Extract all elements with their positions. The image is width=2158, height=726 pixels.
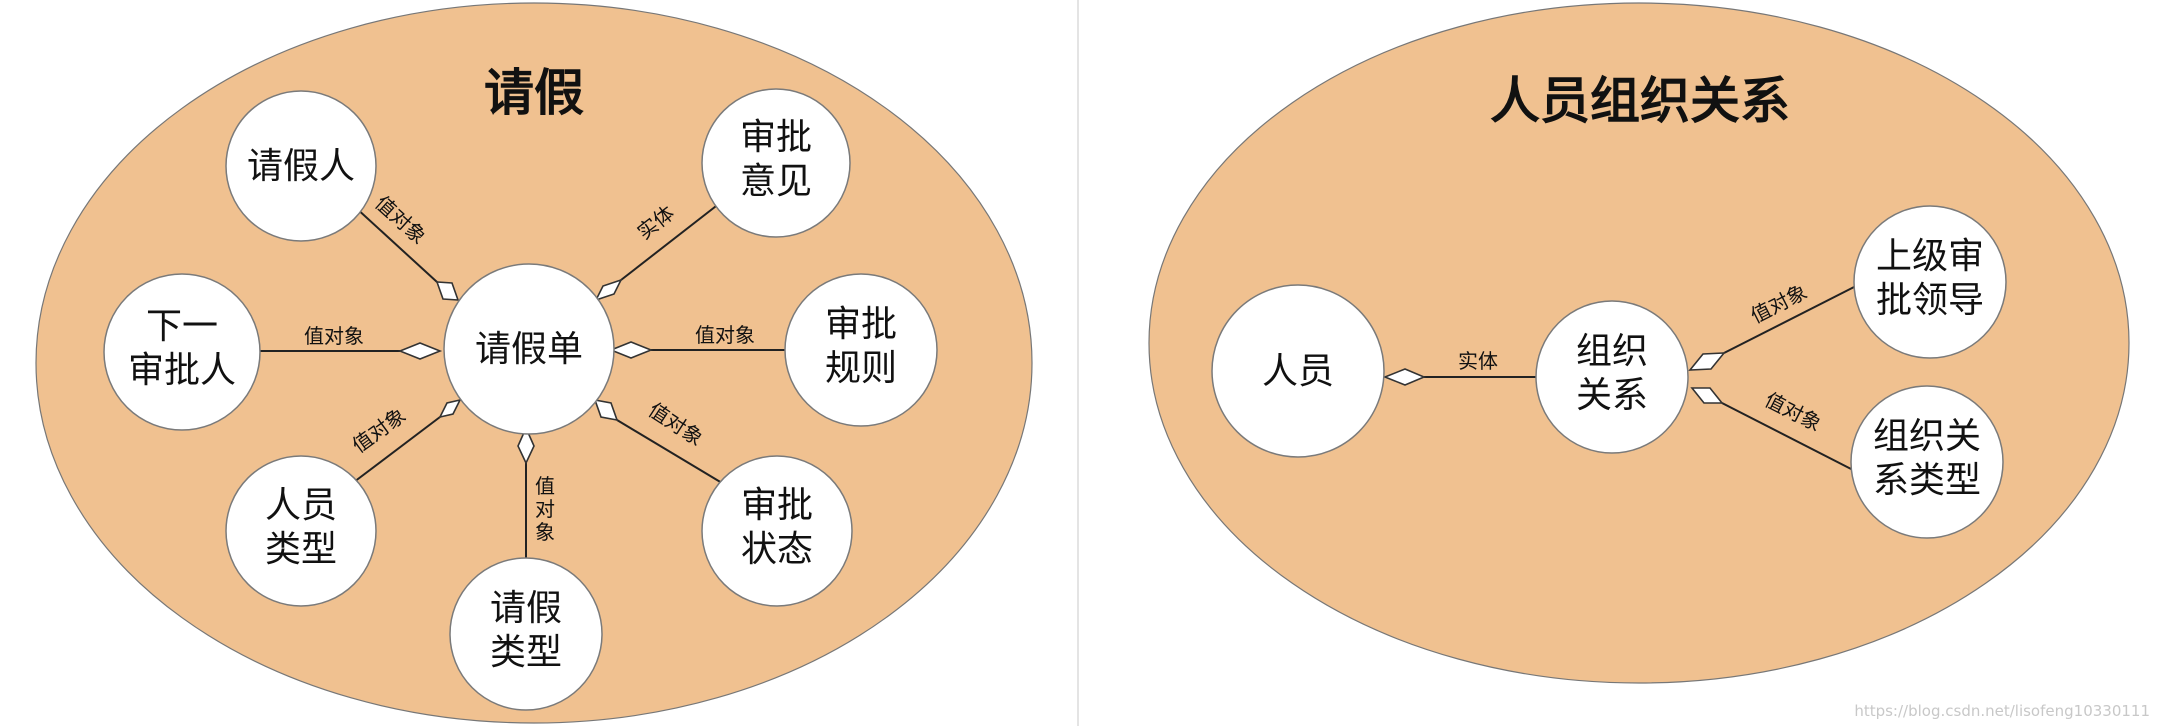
watermark-text: https://blog.csdn.net/lisofeng10330111 (1854, 702, 2150, 720)
node-circle (449, 557, 603, 711)
node-label: 请假人 (247, 146, 355, 187)
edge-label-char: 对 (535, 497, 555, 521)
node-label: 审批人 (128, 350, 236, 391)
node-approval-rule: 审批 规则 (784, 273, 938, 427)
edge-line (620, 202, 721, 281)
edge-approval-rule: 值对象 (608, 323, 785, 359)
aggregation-diamond (517, 426, 535, 465)
node-circle (1853, 205, 2007, 359)
node-circle (701, 88, 851, 238)
edge-label: 值对象 (695, 323, 755, 347)
node-circle (103, 273, 261, 431)
node-label: 下一 (146, 306, 218, 347)
aggregation-diamond (435, 281, 460, 301)
node-label: 意见 (740, 161, 812, 202)
node-circle (1850, 385, 2004, 539)
panel-title: 人员组织关系 (1490, 72, 1790, 130)
edge-next-approver: 值对象 (260, 324, 443, 360)
node-circle (701, 455, 853, 607)
panel-leave: 请假 值对象 实体 值对象 值对象 值对象 (35, 2, 1033, 724)
node-label: 组织关 (1873, 416, 1981, 457)
node-label: 系类型 (1873, 460, 1981, 501)
node-label: 人员 (265, 485, 337, 526)
node-leave-form: 请假单 (443, 263, 615, 435)
aggregation-diamond (1382, 368, 1427, 386)
edge-leave-type: 值 对 象 (517, 426, 555, 560)
node-label: 请假 (490, 588, 562, 629)
aggregation-diamond (1690, 387, 1724, 404)
node-label: 审批 (741, 485, 813, 526)
node-label: 人员 (1262, 351, 1334, 392)
node-org-relation: 组织 关系 (1535, 300, 1689, 454)
aggregation-diamond (1688, 352, 1726, 371)
node-label: 审批 (740, 117, 812, 158)
node-superior: 上级审 批领导 (1853, 205, 2007, 359)
node-org-relation-type: 组织关 系类型 (1850, 385, 2004, 539)
edge-org-relation: 实体 (1382, 349, 1536, 386)
edge-label: 实体 (1458, 349, 1498, 373)
aggregation-diamond (397, 342, 443, 360)
node-label: 请假单 (475, 329, 583, 370)
edge-label-char: 象 (535, 520, 555, 544)
node-circle (1535, 300, 1689, 454)
node-label: 审批 (825, 304, 897, 345)
node-label: 批领导 (1876, 280, 1984, 321)
aggregation-diamond (608, 341, 654, 359)
node-label: 类型 (490, 632, 562, 673)
panel-title: 请假 (484, 64, 584, 122)
node-label: 上级审 (1876, 236, 1984, 277)
node-leave-type: 请假 类型 (449, 557, 603, 711)
aggregation-diamond (594, 278, 623, 302)
edge-label: 值对象 (304, 324, 364, 348)
edge-line (1723, 284, 1859, 354)
node-circle (443, 263, 615, 435)
node-approval-status: 审批 状态 (701, 455, 853, 607)
node-next-approver: 下一 审批人 (103, 273, 261, 431)
node-circle (784, 273, 938, 427)
node-circle (225, 455, 377, 607)
node-applicant: 请假人 (225, 90, 377, 242)
edge-line (354, 206, 438, 283)
node-circle (225, 90, 377, 242)
node-circle (1211, 284, 1385, 458)
edge-line (1721, 402, 1856, 472)
node-label: 类型 (265, 529, 337, 570)
edge-line (349, 416, 441, 486)
edge-line (616, 419, 723, 484)
node-label: 规则 (825, 348, 897, 389)
aggregation-diamond (438, 398, 462, 419)
panel-org: 人员组织关系 实体 值对象 值对象 人员 组织 关系 上 (1148, 2, 2130, 684)
edge-label-char: 值 (535, 474, 555, 498)
aggregation-diamond (593, 398, 619, 422)
node-label: 关系 (1576, 375, 1648, 416)
node-label: 状态 (741, 529, 813, 570)
node-person: 人员 (1211, 284, 1385, 458)
node-person-type: 人员 类型 (225, 455, 377, 607)
node-label: 组织 (1576, 331, 1648, 372)
node-approval-opinion: 审批 意见 (701, 88, 851, 238)
